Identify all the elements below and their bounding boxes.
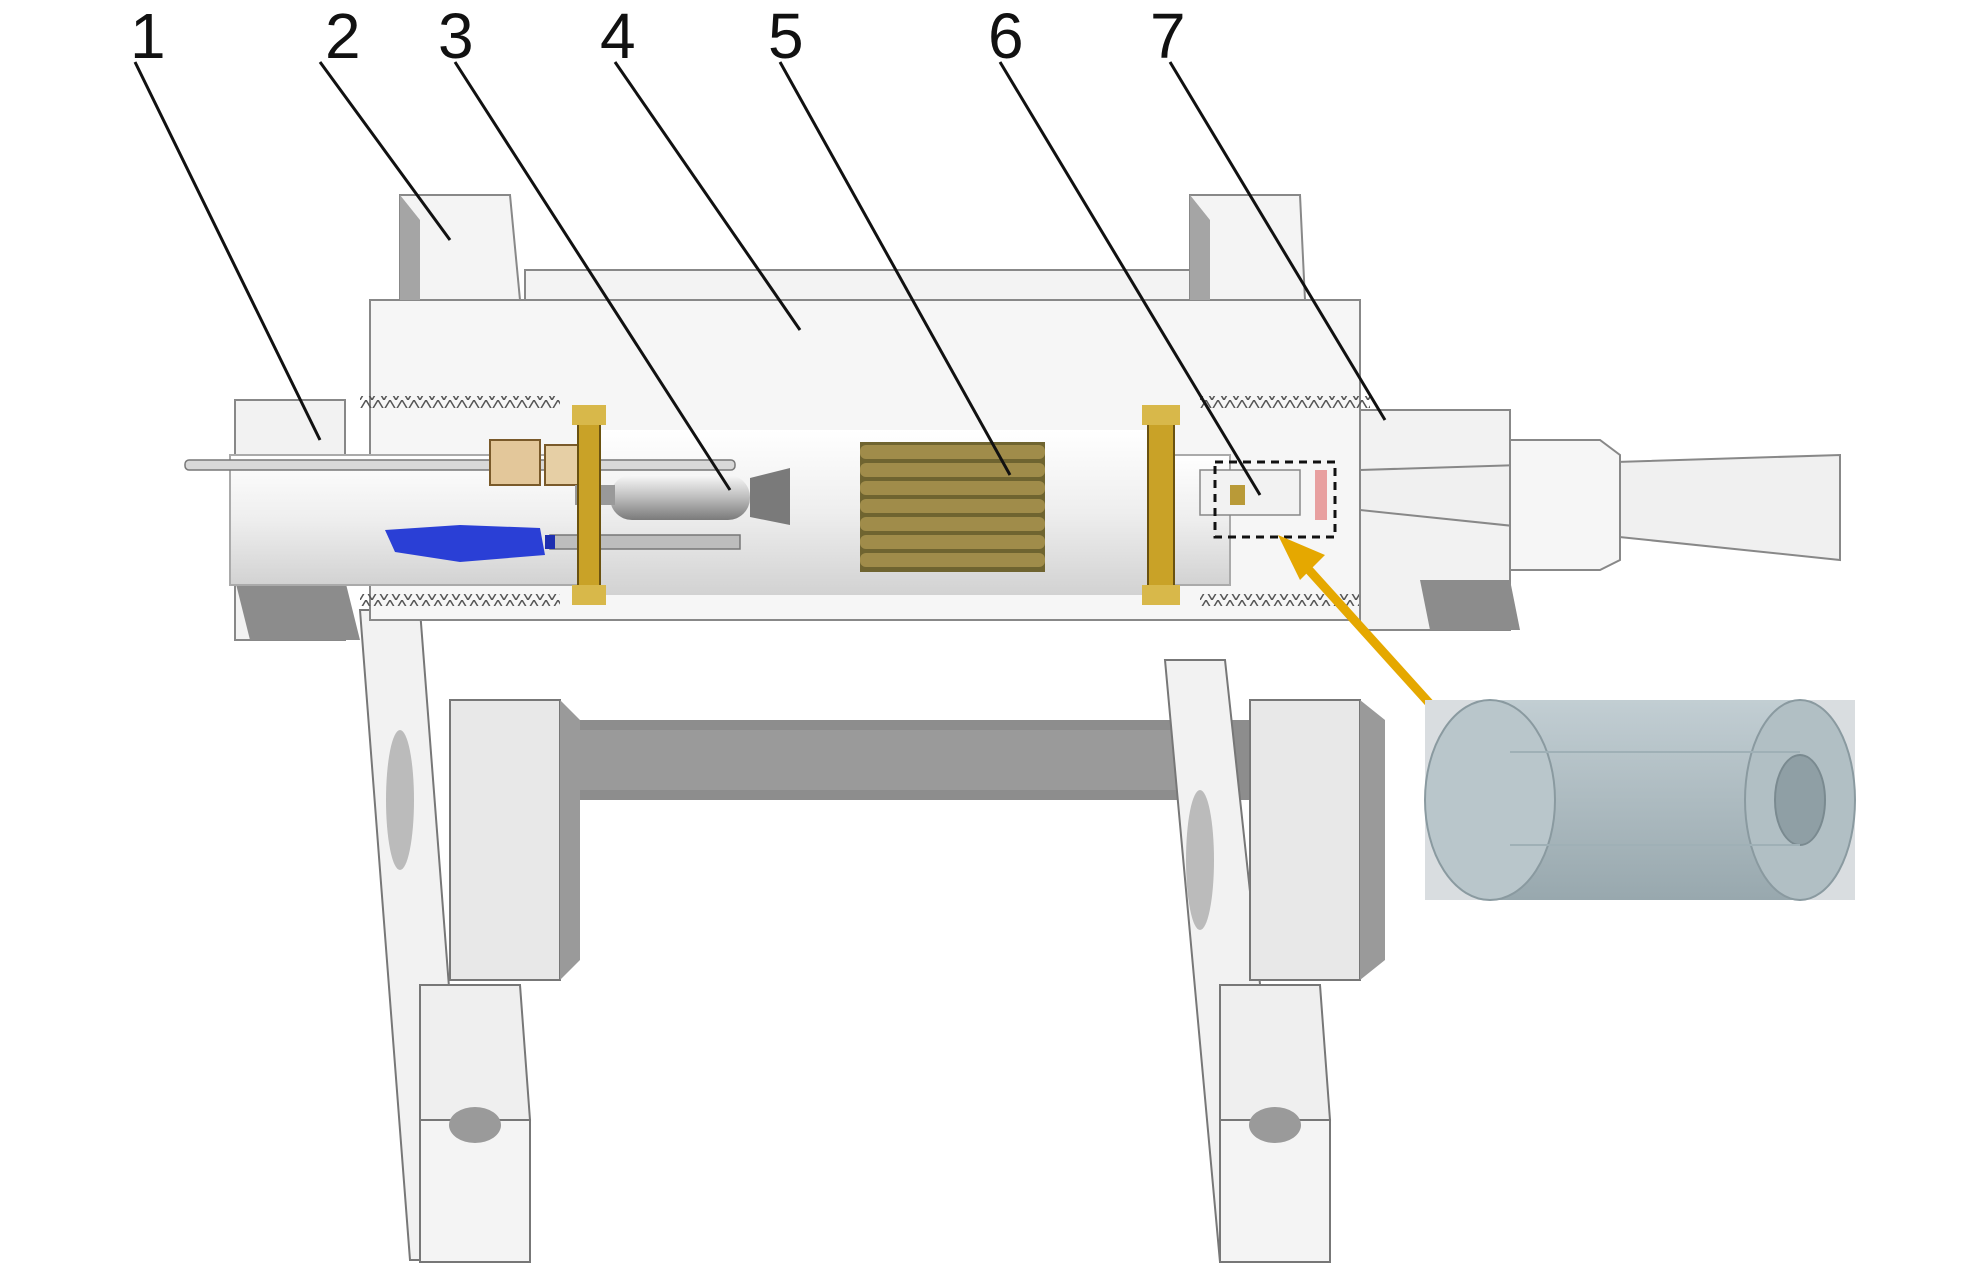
capsule-component	[575, 468, 790, 525]
callout-3: 3	[438, 0, 474, 72]
callout-1: 1	[130, 0, 166, 72]
leader-lines	[133, 61, 1387, 496]
cylindrical-tube-inset	[1424, 699, 1856, 901]
leader-line-3	[453, 61, 732, 491]
leader-line-5	[778, 61, 1012, 476]
leader-line-7	[1168, 61, 1387, 421]
filter-bundle	[860, 442, 1045, 572]
leader-line-2	[318, 61, 452, 241]
callout-7: 7	[1150, 0, 1186, 72]
callout-5: 5	[768, 0, 804, 72]
highlight-box	[1213, 460, 1337, 539]
leader-line-4	[613, 61, 802, 331]
brass-ring-left	[572, 405, 606, 605]
leader-line-1	[133, 61, 322, 441]
yellow-pointer-arrow	[1278, 535, 1444, 719]
blue-component	[385, 525, 555, 562]
callout-4: 4	[600, 0, 636, 72]
brass-ring-right	[1142, 405, 1180, 605]
callout-6: 6	[988, 0, 1024, 72]
stand-frame	[358, 609, 1385, 1263]
callout-2: 2	[325, 0, 361, 72]
brass-coupling	[489, 439, 581, 486]
leader-line-6	[998, 61, 1262, 496]
callout-labels: 1 2 3 4 5 6 7	[130, 0, 1186, 72]
